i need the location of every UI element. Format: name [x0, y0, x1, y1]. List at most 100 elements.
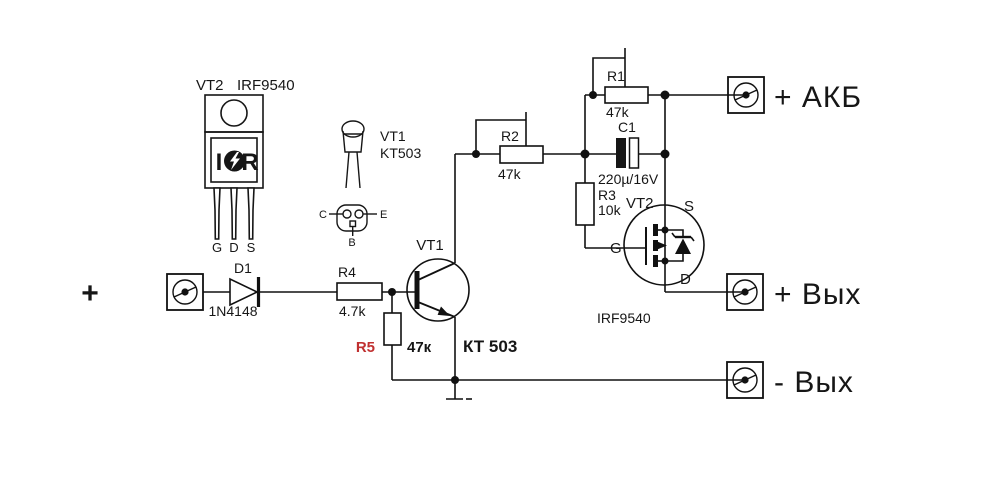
r4-ref-label: R4: [338, 264, 356, 280]
to220-pin-g-label: G: [212, 240, 222, 255]
terminal-circle: [172, 279, 198, 305]
terminal-input: [166, 273, 204, 311]
vt1-emitter-arrow-icon: [437, 306, 450, 316]
vt2-diode-cathode-bend-right: [690, 236, 695, 242]
r1-value-label: 47k: [606, 104, 630, 120]
terminal-dot: [181, 288, 189, 296]
junction-dot: [661, 257, 669, 265]
junction-dot: [580, 149, 590, 159]
terminal-dot: [741, 288, 749, 296]
junction-dots: [388, 90, 670, 384]
out-plus-terminal-label: + Вых: [774, 278, 861, 311]
to92-part-label: KT503: [380, 145, 421, 161]
vt2-channel-mid: [653, 240, 658, 251]
vt1-collector: [417, 262, 456, 281]
c1-value-label: 220µ/16V: [598, 171, 659, 187]
vt2-circle: [623, 204, 705, 286]
c1-ref-label: C1: [618, 119, 636, 135]
vt2-channel-bottom: [653, 255, 658, 267]
to220-ref-label: VT2: [196, 77, 224, 94]
to220-mount-hole: [220, 99, 248, 127]
ior-logo-bolt-icon: [230, 152, 240, 170]
ior-logo-letter-i: I: [216, 149, 223, 176]
vt1-ref-label: VT1: [416, 237, 444, 254]
terminal-circle: [732, 367, 758, 393]
capacitor-c1: C1 220µ/16V: [598, 119, 659, 187]
vt2-diode-triangle: [675, 238, 691, 254]
terminal-circle: [732, 279, 758, 305]
r1-ref-label: R1: [607, 68, 625, 84]
to92-pin-e-label: E: [380, 209, 387, 221]
r5-body: [383, 312, 402, 346]
c1-plate-outline: [628, 137, 640, 169]
terminal-dot: [742, 91, 750, 99]
to92-leg-right: [356, 151, 361, 189]
junction-dot: [661, 226, 669, 234]
to220-leg-d: [230, 187, 238, 240]
junction-dot: [589, 91, 597, 99]
r3-body: [575, 182, 595, 226]
r5-ref-label: R5: [356, 339, 375, 356]
ior-logo-letter-r: R: [241, 149, 258, 176]
vt2-ref-label: VT2: [626, 195, 654, 212]
to220-label-area: [210, 137, 258, 183]
to220-package-drawing: VT2 IRF9540 I R G D S: [196, 77, 295, 255]
to92-pinout-pin-b: [349, 220, 357, 228]
r2-body: [499, 145, 544, 164]
vt2-pin-g-label: G: [610, 240, 622, 257]
out-minus-terminal-label: - Вых: [774, 366, 854, 399]
resistors: [336, 86, 649, 346]
to92-pin-c-label: C: [319, 209, 327, 221]
d1-triangle: [229, 277, 259, 307]
vt1-emitter: [417, 301, 456, 318]
vt2-substrate-arrow-icon: [656, 241, 667, 250]
to92-body: [342, 130, 364, 153]
r3-ref-label: R3: [598, 187, 616, 203]
terminal-dot: [741, 376, 749, 384]
big-labels: + + АКБ + Вых - Вых: [81, 81, 862, 399]
diode-d1: D1 1N4148: [208, 260, 261, 319]
junction-dot: [660, 90, 670, 100]
vt1-part-label: КТ 503: [463, 337, 517, 356]
junction-dot: [660, 149, 670, 159]
input-plus-label: +: [81, 277, 99, 310]
vt2-channel-top: [653, 224, 658, 236]
d1-ref-label: D1: [234, 260, 252, 276]
to92-ref-label: VT1: [380, 128, 406, 144]
to92-cap: [341, 120, 365, 138]
to92-pinout-pin-c: [342, 209, 352, 219]
r1-body: [604, 86, 649, 104]
vt2-diode-bottom-link: [665, 254, 684, 262]
to92-pin-b-label: B: [348, 237, 355, 249]
r2-value-label: 47k: [498, 166, 522, 182]
vt2-diode-cathode-bend-left: [671, 232, 676, 238]
r2-tap-bracket: [475, 119, 526, 154]
transistor-vt1: VT1 КТ 503: [406, 237, 517, 356]
akb-terminal-label: + АКБ: [774, 81, 862, 114]
to92-pinout-pin-e: [354, 209, 364, 219]
terminal-out-minus: [726, 361, 764, 399]
r5-value-label: 47к: [407, 339, 432, 356]
to220-leg-s: [247, 187, 255, 240]
to92-leg-left: [345, 151, 350, 189]
to220-part-label: IRF9540: [237, 77, 295, 94]
c1-plate-filled: [616, 138, 626, 168]
to220-pin-s-label: S: [247, 240, 256, 255]
terminal-out-plus: [726, 273, 764, 311]
junction-dot: [388, 288, 396, 296]
junction-dot: [451, 376, 459, 384]
vt2-part-label: IRF9540: [597, 310, 651, 326]
to92-package-drawing: VT1 KT503 C E B: [319, 120, 421, 249]
vt2-pin-s-label: S: [684, 198, 694, 215]
r4-value-label: 4.7k: [339, 303, 366, 319]
r4-body: [336, 282, 383, 301]
d1-value-label: 1N4148: [208, 303, 257, 319]
to220-pin-d-label: D: [229, 240, 238, 255]
r1-tap-bracket: [592, 57, 625, 95]
terminal-circle: [733, 82, 759, 108]
r2-ref-label: R2: [501, 128, 519, 144]
terminals: [166, 76, 765, 399]
vt2-pin-d-label: D: [680, 271, 691, 288]
